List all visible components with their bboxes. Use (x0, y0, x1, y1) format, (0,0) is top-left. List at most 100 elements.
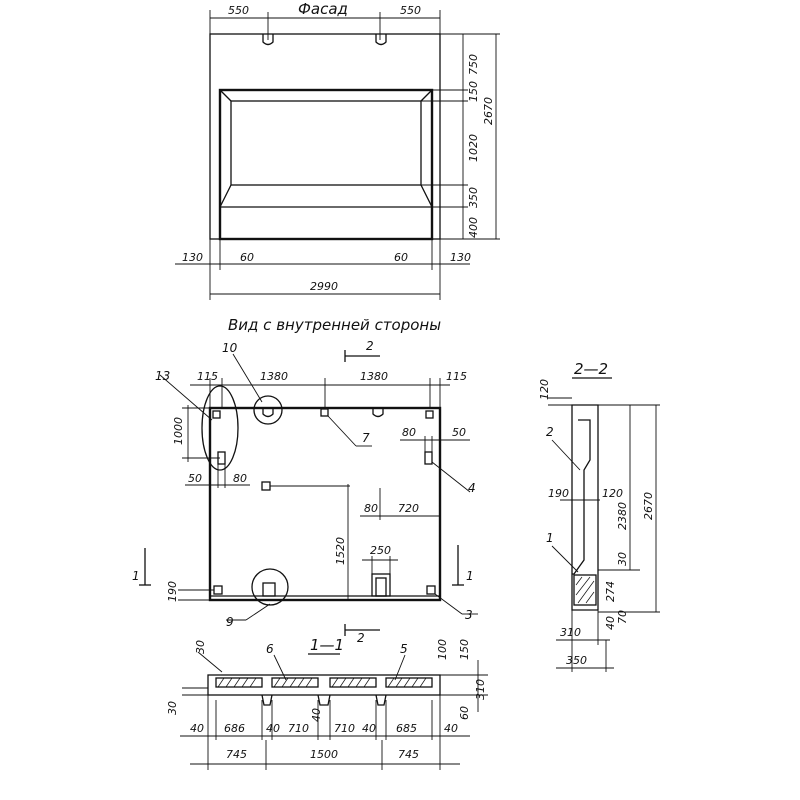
dim-inner-80-right: 80 (402, 426, 416, 439)
dim-facade-2670: 2670 (482, 97, 495, 125)
dim-11-40-e: 40 (444, 722, 458, 735)
dim-facade-60-right: 60 (394, 251, 408, 264)
dim-inner-1380-left: 1380 (260, 370, 288, 383)
embed-part-3 (426, 585, 436, 595)
insulation-block-3 (329, 677, 377, 688)
callout-3: 3 (465, 608, 473, 622)
dim-11-710-b: 710 (334, 722, 355, 735)
embed-part-7 (320, 408, 329, 417)
dim-11-30-side: 30 (166, 701, 179, 715)
dim-facade-1020: 1020 (467, 134, 480, 162)
facade-title: Фасад (298, 0, 348, 18)
embed-part-9 (262, 582, 276, 597)
dim-11-40-a: 40 (190, 722, 204, 735)
facade-panel-outline (209, 33, 441, 240)
dim-11-686: 686 (224, 722, 245, 735)
dim-facade-130-left: 130 (182, 251, 203, 264)
section-1-1: 1—1 30 100 150 310 (166, 636, 488, 770)
dim-22-40: 40 (604, 616, 617, 630)
dim-22-310: 310 (560, 626, 581, 639)
detail-9-circle (251, 568, 289, 606)
section-22-outline (571, 404, 599, 611)
dim-facade-350: 350 (467, 187, 480, 208)
dim-facade-150: 150 (467, 81, 480, 102)
dim-11-40-b: 40 (266, 722, 280, 735)
window-opening-frame (218, 88, 434, 241)
dim-22-350: 350 (566, 654, 587, 667)
dim-11-60: 60 (458, 706, 471, 720)
dim-22-2380: 2380 (616, 502, 629, 530)
callout-5: 5 (400, 642, 408, 656)
dim-inner-1000: 1000 (172, 417, 185, 445)
dim-11-30-top: 30 (194, 640, 207, 654)
dim-22-190: 190 (548, 487, 569, 500)
dim-11-100: 100 (436, 639, 449, 660)
lifting-loop-left (262, 34, 274, 46)
socket-250 (371, 573, 391, 597)
section-mark-1-right: 1 (466, 569, 474, 583)
callout-10: 10 (222, 341, 238, 355)
section-22-title: 2—2 (574, 360, 608, 378)
dim-facade-550-left: 550 (228, 4, 249, 17)
callout-13: 13 (155, 369, 170, 383)
embed-part-top-left (212, 410, 221, 419)
section-mark-1-left: 1 (132, 569, 140, 583)
section-11-slab (207, 674, 441, 696)
dim-11-310: 310 (474, 679, 487, 700)
inner-view-title: Вид с внутренней стороны (228, 316, 441, 334)
inner-view: Вид с внутренней стороны 2 115 1380 1380… (132, 316, 478, 645)
dim-11-150: 150 (458, 639, 471, 660)
detail-13-oval (201, 385, 239, 471)
dim-22-120-top: 120 (538, 379, 551, 400)
dim-11-745-left: 745 (226, 748, 247, 761)
insulation-block-1 (215, 677, 263, 688)
facade-view: Фасад 550 550 750 150 1020 350 4 (175, 0, 500, 300)
section-mark-2-bottom: 2 (357, 631, 365, 645)
section-22-insulation (573, 574, 597, 606)
rib-2 (317, 694, 331, 706)
callout-7: 7 (362, 431, 370, 445)
dim-inner-250: 250 (370, 544, 391, 557)
dim-22-30: 30 (616, 552, 629, 566)
lifting-loop-right (375, 34, 387, 46)
dim-facade-130-right: 130 (450, 251, 471, 264)
dim-inner-1520: 1520 (334, 537, 347, 565)
section-11-title: 1—1 (310, 636, 344, 654)
callout-2: 2 (546, 425, 554, 439)
dim-inner-50-right: 50 (452, 426, 466, 439)
callout-6: 6 (266, 642, 274, 656)
dim-inner-50-left: 50 (188, 472, 202, 485)
dim-11-710-a: 710 (288, 722, 309, 735)
section-mark-2-top: 2 (366, 339, 374, 353)
dim-inner-115-left: 115 (197, 370, 218, 383)
dim-22-274: 274 (604, 581, 617, 602)
dim-22-70: 70 (616, 610, 629, 624)
dim-11-685: 685 (396, 722, 417, 735)
insulation-block-2 (271, 677, 319, 688)
detail-10-circle (253, 395, 283, 425)
dim-facade-550-right: 550 (400, 4, 421, 17)
window-opening-inner (230, 100, 422, 186)
embed-part-mid-left (261, 481, 271, 491)
dim-facade-400: 400 (467, 217, 480, 238)
embed-part-4 (424, 451, 433, 465)
callout-4: 4 (468, 481, 476, 495)
dim-11-40-d: 40 (362, 722, 376, 735)
callout-9: 9 (226, 615, 234, 629)
dim-11-40-c: 40 (310, 708, 323, 722)
callout-1: 1 (546, 531, 554, 545)
rib-1 (261, 694, 273, 706)
embed-part-bottom-left (213, 585, 223, 595)
rib-3 (375, 694, 387, 706)
dim-facade-60-left: 60 (240, 251, 254, 264)
dim-inner-80-mid: 80 (364, 502, 378, 515)
lifting-loop-inner-left (262, 408, 274, 418)
dim-22-2670: 2670 (642, 492, 655, 520)
dim-facade-750: 750 (467, 54, 480, 75)
dim-inner-1380-right: 1380 (360, 370, 388, 383)
insulation-block-4 (385, 677, 433, 688)
dim-inner-190: 190 (166, 581, 179, 602)
dim-facade-2990: 2990 (310, 280, 338, 293)
section-22-inner-profile (572, 419, 591, 575)
